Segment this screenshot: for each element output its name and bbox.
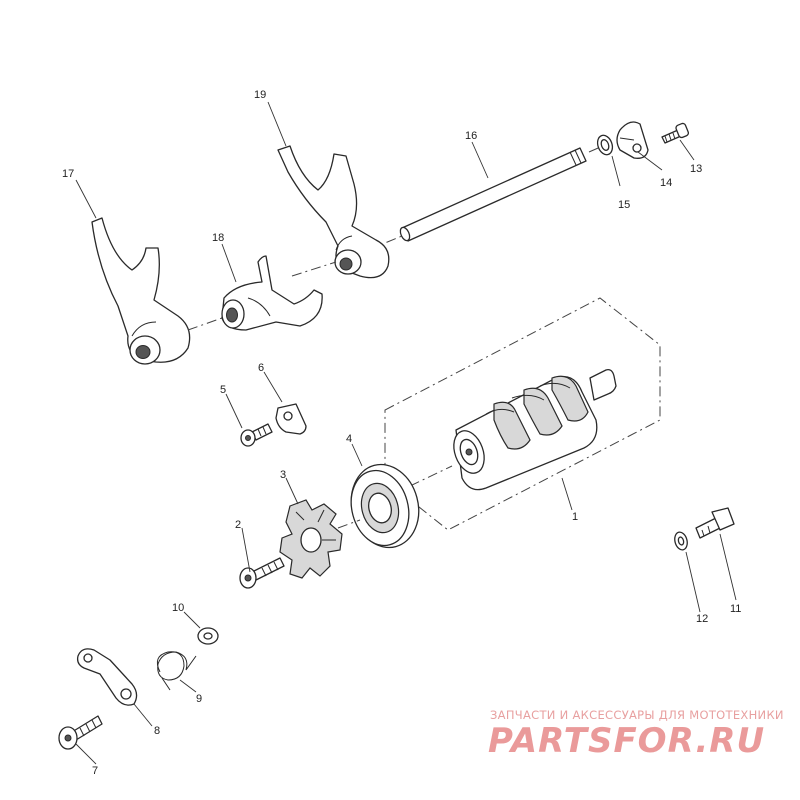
part-7-bolt [58, 715, 103, 750]
part-19-shift-fork [277, 145, 390, 279]
callout-11: 11 [730, 603, 741, 615]
callout-10: 10 [172, 602, 184, 614]
callout-7: 7 [92, 765, 98, 777]
callout-16: 16 [465, 130, 477, 142]
watermark-tagline: ЗАПЧАСТИ И АКСЕССУАРЫ ДЛЯ МОТОТЕХНИКИ [490, 708, 784, 722]
watermark: ЗАПЧАСТИ И АКСЕССУАРЫ ДЛЯ МОТОТЕХНИКИ PA… [488, 708, 784, 761]
callout-8: 8 [154, 725, 160, 737]
part-10-washer [197, 627, 219, 645]
callout-5: 5 [220, 384, 226, 396]
callout-3: 3 [280, 469, 286, 481]
part-6-stopper-plate [275, 403, 307, 435]
part-2-bolt [239, 557, 285, 589]
part-1-shift-drum [384, 297, 661, 531]
part-5-bolt [240, 423, 273, 447]
callout-14: 14 [660, 177, 672, 189]
part-4-bearing [350, 463, 420, 549]
part-3-segment [279, 499, 343, 579]
part-9-spring [156, 651, 197, 691]
part-16-shift-rod [367, 144, 606, 251]
part-18-shift-fork [221, 255, 323, 331]
callout-12: 12 [696, 613, 708, 625]
part-8-stopper-arm [76, 648, 138, 706]
part-15-washer [596, 134, 614, 156]
callout-labels: 1 2 3 4 5 6 7 8 9 10 11 12 13 14 15 16 1… [62, 89, 741, 777]
callout-2: 2 [235, 519, 241, 531]
watermark-brand: PARTSFOR.RU [488, 721, 765, 761]
part-12-washer [674, 531, 688, 551]
part-17-shift-fork [91, 217, 191, 365]
leader-lines [75, 101, 737, 765]
callout-18: 18 [212, 232, 224, 244]
callout-13: 13 [690, 163, 702, 175]
callout-19: 19 [254, 89, 266, 101]
callout-4: 4 [346, 433, 352, 445]
part-14-retaining-plate [616, 121, 649, 159]
callout-1: 1 [572, 511, 578, 523]
callout-17: 17 [62, 168, 74, 180]
callout-9: 9 [196, 693, 202, 705]
part-13-screw [661, 122, 690, 144]
callout-6: 6 [258, 362, 264, 374]
callout-15: 15 [618, 199, 630, 211]
part-11-bolt [695, 507, 735, 539]
